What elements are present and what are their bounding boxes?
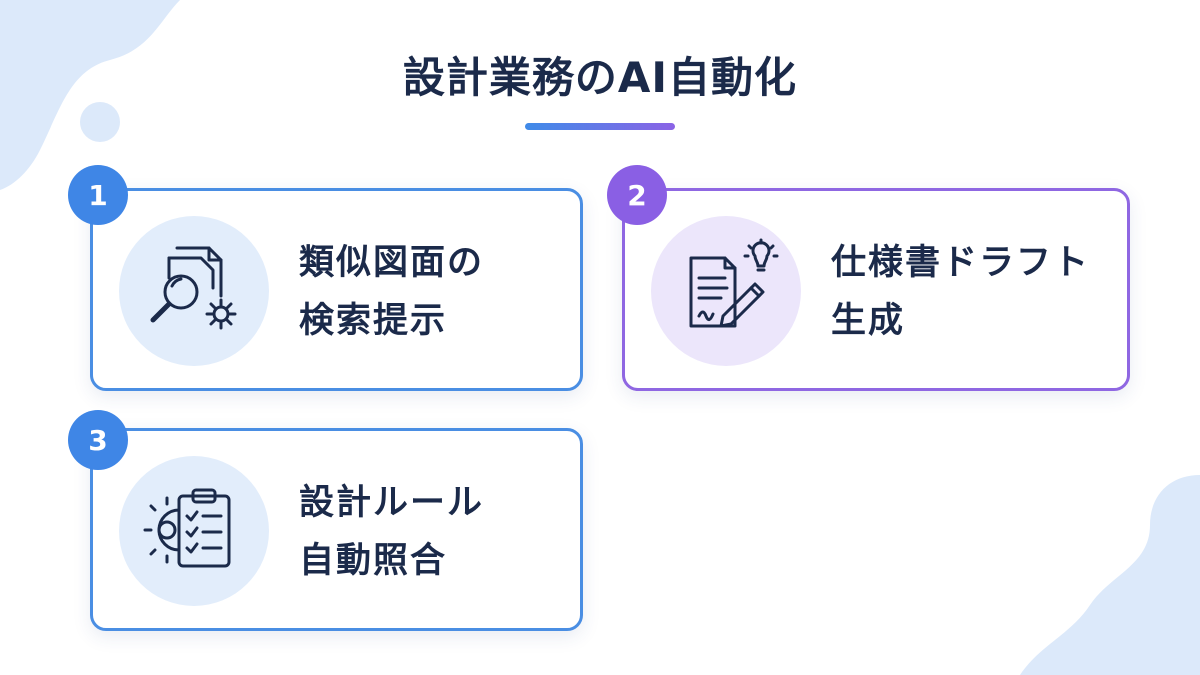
icon-circle: [651, 216, 801, 366]
step-number-badge: 3: [68, 410, 128, 470]
card-label-line-1: 類似図面の: [299, 243, 485, 283]
background-blob-bottom-right: [1020, 475, 1200, 675]
gear-clipboard-checklist-icon: [143, 488, 231, 568]
title-underline: [525, 123, 675, 130]
step-number-badge: 1: [68, 165, 128, 225]
card-label: 設計ルール 自動照合: [299, 474, 484, 590]
page-title: 設計業務のAI自動化: [402, 53, 798, 102]
card-spec-draft-generation: 仕様書ドラフト 生成: [622, 188, 1130, 391]
document-search-gear-icon: [150, 246, 237, 330]
icon-circle: [119, 216, 269, 366]
card-label-line-2: 検索提示: [299, 301, 448, 341]
card-label-line-1: 設計ルール: [299, 483, 485, 523]
card-similar-drawing-search: 類似図面の 検索提示: [90, 188, 583, 391]
step-number-badge: 2: [607, 165, 667, 225]
card-label-line-1: 仕様書ドラフト: [831, 243, 1091, 283]
card-label-line-2: 生成: [831, 301, 906, 341]
card-label-line-2: 自動照合: [299, 541, 448, 581]
card-design-rule-check: 設計ルール 自動照合: [90, 428, 583, 631]
card-label: 類似図面の 検索提示: [299, 234, 484, 350]
card-label: 仕様書ドラフト 生成: [831, 234, 1090, 350]
document-pen-lightbulb-icon: [689, 238, 779, 328]
icon-circle: [119, 456, 269, 606]
